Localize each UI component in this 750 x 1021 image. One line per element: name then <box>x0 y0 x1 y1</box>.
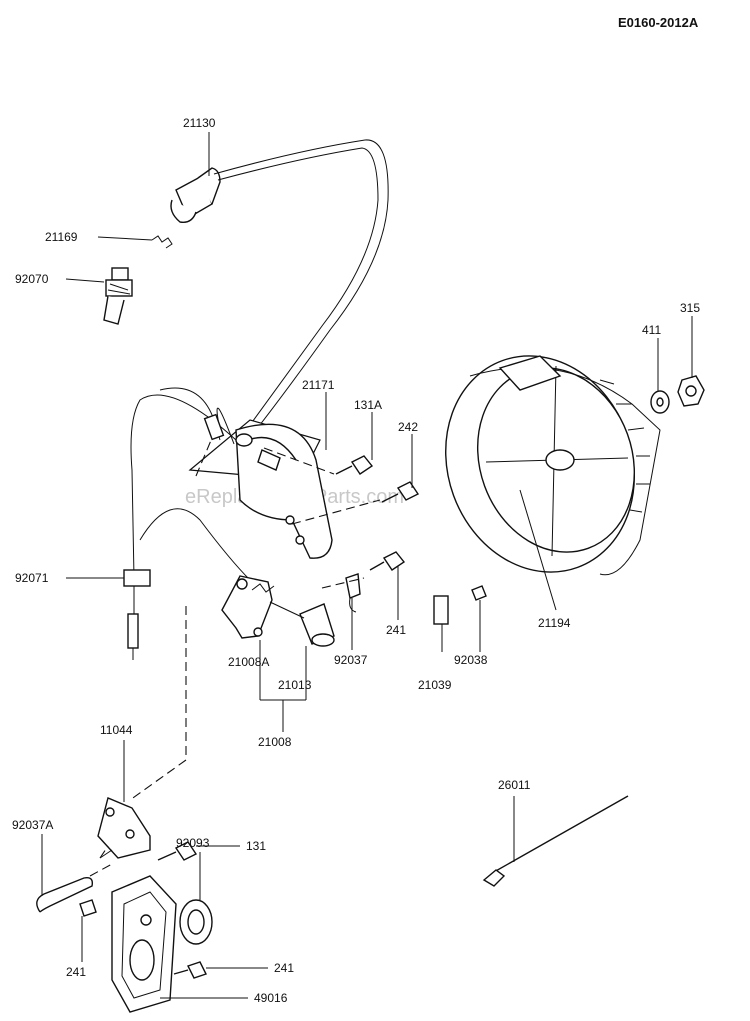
callout-21171: 21171 <box>302 378 335 392</box>
callout-21008: 21008 <box>258 735 292 749</box>
flywheel <box>445 355 661 576</box>
callout-21130: 21130 <box>183 116 216 130</box>
bracket-11044 <box>97 797 151 859</box>
flywheel-key <box>471 585 487 601</box>
ground-wire <box>130 387 237 640</box>
spark-plug <box>103 267 133 325</box>
callout-92070: 92070 <box>15 272 49 286</box>
cover-plate-49016 <box>111 875 177 1013</box>
stop-switch-wire <box>123 508 251 660</box>
screw-241-bottom <box>173 961 207 979</box>
callout-92037: 92037 <box>334 653 368 667</box>
callout-49016: 49016 <box>254 991 288 1005</box>
flywheel-washer <box>650 390 670 414</box>
plug-cap-spring <box>151 235 173 249</box>
ignition-coil <box>188 419 333 559</box>
callout-21008A: 21008A <box>228 655 269 669</box>
magnet-21039 <box>433 595 449 625</box>
condenser-bracket <box>221 575 275 639</box>
spark-plug-cap <box>170 167 221 223</box>
callout-411: 411 <box>642 323 661 337</box>
callout-21013: 21013 <box>278 678 312 692</box>
callout-21169: 21169 <box>45 230 78 244</box>
bolt-241-coil <box>369 551 406 571</box>
clip-92037A <box>36 876 94 913</box>
callout-92093: 92093 <box>176 836 210 850</box>
callout-131: 131 <box>246 839 266 853</box>
callout-241-left: 241 <box>66 965 86 979</box>
callout-11044: 11044 <box>100 723 133 737</box>
high-tension-cable <box>213 139 389 441</box>
coil-bolt-131A <box>335 455 374 475</box>
bolt-242 <box>381 481 420 503</box>
callout-315: 315 <box>680 301 700 315</box>
condenser <box>269 601 335 647</box>
callout-26011: 26011 <box>498 778 531 792</box>
callout-21194: 21194 <box>538 616 571 630</box>
bolt-131 <box>157 841 198 861</box>
callout-242: 242 <box>398 420 418 434</box>
callout-21039: 21039 <box>418 678 452 692</box>
callout-241-bottom: 241 <box>274 961 294 975</box>
leader-lines <box>41 132 693 999</box>
callout-92038: 92038 <box>454 653 488 667</box>
callout-131A: 131A <box>354 398 382 412</box>
callout-241-coil: 241 <box>386 623 406 637</box>
screw-241-left <box>79 899 97 917</box>
assembly-lines <box>89 437 381 877</box>
callout-92037A: 92037A <box>12 818 53 832</box>
flywheel-nut <box>677 375 705 407</box>
document-code: E0160-2012A <box>618 15 699 30</box>
sensor-probe-26011 <box>482 795 629 887</box>
callout-92071: 92071 <box>15 571 49 585</box>
gasket-92093 <box>179 899 213 945</box>
